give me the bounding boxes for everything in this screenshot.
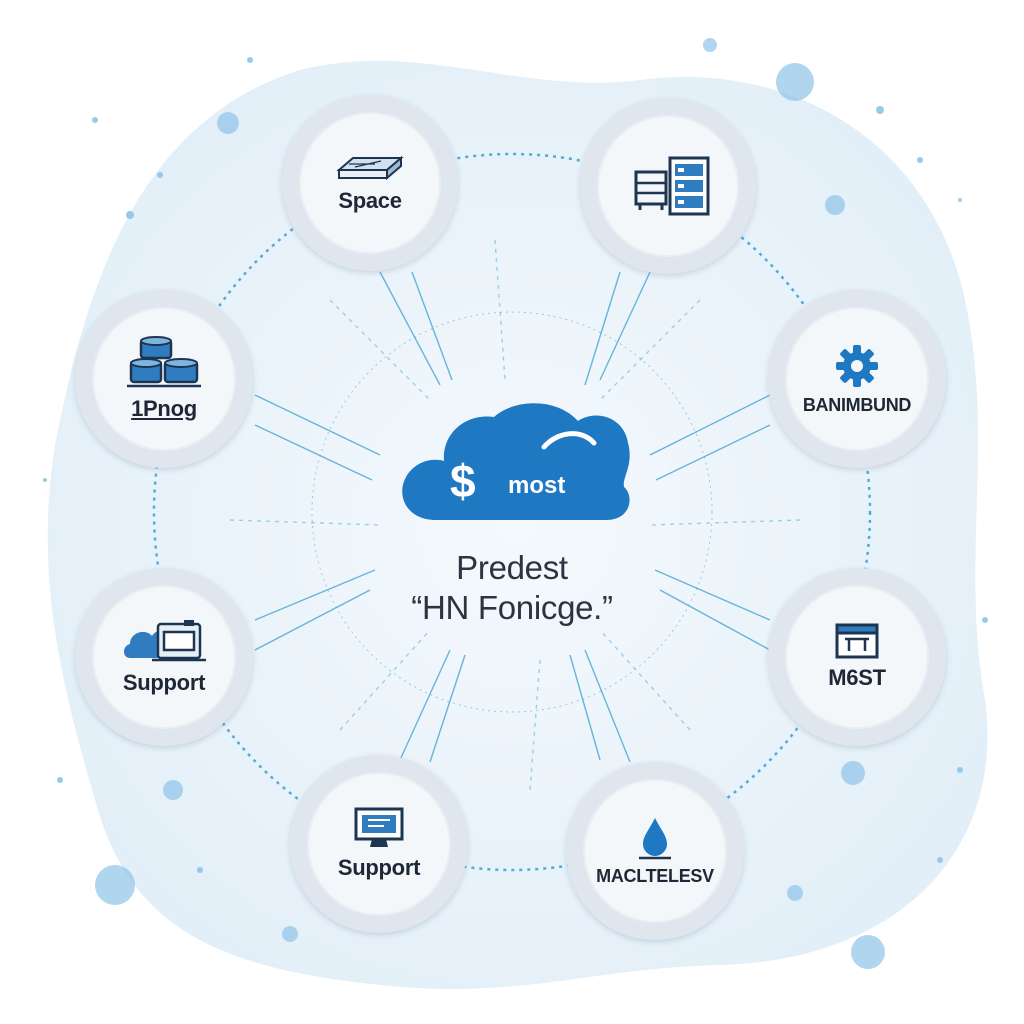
connector-line bbox=[654, 569, 771, 621]
decorative-bubble bbox=[126, 211, 134, 219]
node-macltelesv[interactable]: MACLTELESV bbox=[566, 762, 744, 940]
node-1pnog[interactable]: 1Pnog bbox=[75, 290, 253, 468]
node-banimbund[interactable]: BANIMBUND bbox=[768, 290, 946, 468]
database-stack-icon bbox=[127, 336, 201, 388]
node-label-banimbund: BANIMBUND bbox=[802, 394, 912, 415]
center-subtitle: “HN Fonicge.” bbox=[411, 589, 613, 626]
connector-line-dashed bbox=[329, 299, 431, 401]
node-m6st[interactable]: M6ST bbox=[768, 568, 946, 746]
center-title: Predest bbox=[456, 549, 568, 586]
connector-line bbox=[569, 654, 601, 761]
connector-line bbox=[254, 394, 381, 456]
connector-line-dashed bbox=[599, 299, 701, 401]
storage-drive-icon bbox=[336, 155, 404, 181]
connector-line bbox=[379, 271, 441, 386]
decorative-bubble bbox=[157, 172, 163, 178]
decorative-bubble bbox=[217, 112, 239, 134]
inner-ring bbox=[311, 311, 713, 713]
decorative-bubble bbox=[92, 117, 98, 123]
connector-line-dashed bbox=[229, 519, 381, 526]
decorative-bubble bbox=[703, 38, 717, 52]
connector-line bbox=[584, 271, 621, 386]
connector-line-dashed bbox=[649, 519, 801, 526]
decorative-bubble bbox=[851, 935, 885, 969]
water-drop-icon bbox=[639, 817, 671, 859]
decorative-bubble bbox=[957, 767, 963, 773]
decorative-bubble bbox=[937, 857, 943, 863]
decorative-bubble bbox=[247, 57, 253, 63]
connector-line bbox=[599, 271, 651, 381]
gear-icon bbox=[836, 344, 878, 387]
decorative-bubble bbox=[95, 865, 135, 905]
decorative-bubble bbox=[958, 198, 962, 202]
cloud-icon bbox=[402, 403, 630, 520]
connector-line bbox=[254, 589, 371, 651]
connector-line bbox=[655, 424, 771, 481]
node-support-left[interactable]: Support bbox=[75, 568, 253, 746]
cloud-server-icon bbox=[124, 620, 206, 662]
connector-line bbox=[399, 649, 451, 761]
currency-symbol: $ bbox=[450, 455, 476, 507]
decorative-bubble bbox=[163, 780, 183, 800]
decorative-bubble bbox=[282, 926, 298, 942]
node-label-1pnog: 1Pnog bbox=[131, 396, 197, 421]
decorative-bubble bbox=[787, 885, 803, 901]
node-label-support-bottom: Support bbox=[337, 855, 421, 880]
decorative-bubble bbox=[841, 761, 865, 785]
connector-line bbox=[254, 569, 376, 621]
browser-window-icon bbox=[835, 623, 879, 659]
node-label-m6st: M6ST bbox=[828, 665, 886, 690]
orbit-ring bbox=[152, 152, 872, 872]
connector-line bbox=[649, 394, 771, 456]
decorative-bubble bbox=[197, 867, 203, 873]
node-label-macltelesv: MACLTELESV bbox=[596, 865, 714, 886]
node-server-rack[interactable] bbox=[580, 98, 756, 274]
node-space[interactable]: Space bbox=[282, 95, 458, 271]
decorative-bubble bbox=[917, 157, 923, 163]
decorative-bubble bbox=[57, 777, 63, 783]
connector-line-dashed bbox=[529, 659, 541, 791]
connector-line bbox=[411, 271, 453, 381]
node-support-bottom[interactable]: Support bbox=[290, 755, 468, 933]
connector-line bbox=[429, 654, 466, 763]
backdrop-blob bbox=[47, 60, 988, 989]
node-label-space: Space bbox=[338, 188, 402, 213]
node-label-support-left: Support bbox=[122, 670, 206, 695]
decorative-bubble bbox=[776, 63, 814, 101]
monitor-icon bbox=[354, 807, 404, 847]
server-rack-icon bbox=[634, 156, 710, 216]
connector-line bbox=[584, 649, 631, 763]
connector-line bbox=[254, 424, 373, 481]
decorative-bubble bbox=[876, 106, 884, 114]
decorative-bubble bbox=[982, 617, 988, 623]
decorative-bubble bbox=[825, 195, 845, 215]
cloud-label: most bbox=[508, 472, 566, 499]
decorative-bubble bbox=[43, 478, 47, 482]
connector-line bbox=[659, 589, 771, 651]
